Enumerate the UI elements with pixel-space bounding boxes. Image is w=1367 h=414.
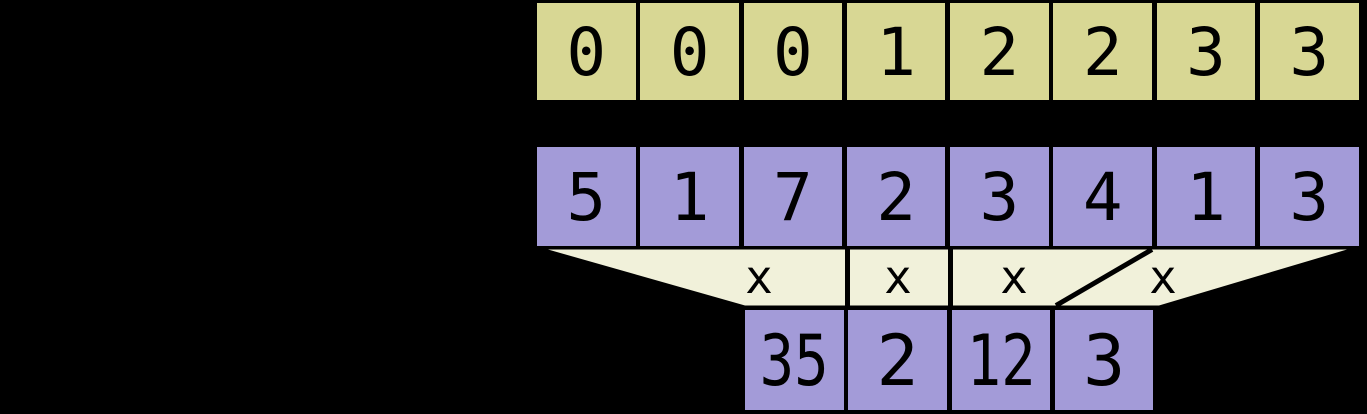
cell-value: 3: [1289, 13, 1330, 91]
result-cell: 2: [848, 310, 947, 410]
cell-value: 3: [1083, 320, 1126, 402]
cell-value: 3: [1289, 158, 1330, 236]
flag-cell: 3: [1259, 3, 1359, 100]
funnel-diagonal-divider: [1054, 247, 1154, 308]
flag-cell: 0: [743, 3, 843, 100]
flag-cell: 1: [846, 3, 946, 100]
cell-value: 1: [1186, 158, 1226, 236]
multiply-operator: x: [1149, 250, 1177, 304]
value-cell: 4: [1053, 147, 1152, 246]
value-cell: 1: [640, 147, 739, 246]
value-cell: 5: [537, 147, 636, 246]
cell-value: 5: [566, 158, 607, 236]
cell-value: 2: [876, 320, 919, 402]
cell-value: 35: [759, 320, 829, 402]
cell-value: 2: [876, 158, 917, 236]
flag-cell: 2: [950, 3, 1049, 100]
cell-value: 1: [876, 13, 917, 91]
value-cell: 3: [1259, 147, 1359, 246]
flag-cell: 0: [640, 3, 739, 100]
cell-value: 1: [669, 158, 710, 236]
results-array-row: 35 2 12 3: [745, 310, 1154, 410]
multiply-operator: x: [745, 250, 773, 304]
value-cell: 2: [846, 147, 946, 246]
flag-cell: 3: [1156, 3, 1256, 100]
flag-cell: 0: [537, 3, 636, 100]
cell-value: 2: [1082, 13, 1123, 91]
result-cell: 12: [951, 310, 1051, 410]
cell-value: 0: [669, 13, 710, 91]
value-cell: 7: [743, 147, 843, 246]
cell-value: 2: [979, 13, 1020, 91]
cell-value: 0: [566, 13, 607, 91]
multiply-operator: x: [884, 250, 912, 304]
cell-value: 4: [1082, 158, 1123, 236]
multiply-operator: x: [1000, 250, 1028, 304]
value-cell: 3: [950, 147, 1049, 246]
result-cell: 35: [745, 310, 844, 410]
cell-value: 7: [772, 158, 813, 236]
flag-cell: 2: [1053, 3, 1152, 100]
cell-value: 3: [979, 158, 1020, 236]
cell-value: 0: [772, 13, 813, 91]
funnel-shape: [548, 249, 1347, 306]
cell-value: 12: [966, 320, 1036, 402]
result-cell: 3: [1054, 310, 1154, 410]
value-cell: 1: [1156, 147, 1256, 246]
cell-value: 3: [1186, 13, 1226, 91]
